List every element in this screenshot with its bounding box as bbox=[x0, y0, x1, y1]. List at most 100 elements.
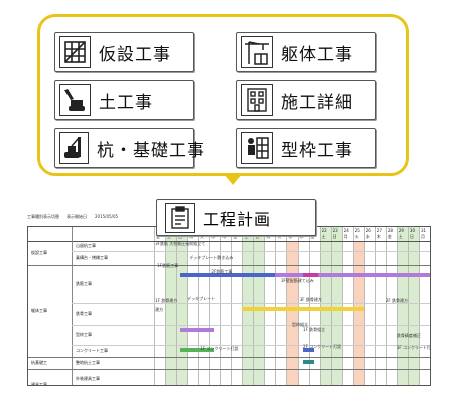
task-row-label: コンクリート工事 bbox=[76, 348, 108, 353]
weekday: 日 bbox=[178, 234, 183, 239]
grid-column-line bbox=[308, 227, 310, 385]
task-annotation: 3F壁配筋建て込み bbox=[280, 278, 314, 283]
grid-column-line bbox=[231, 227, 233, 385]
grid-column-line bbox=[176, 227, 178, 385]
day-number: 23 bbox=[332, 228, 338, 233]
grid-column-line bbox=[209, 227, 211, 385]
weekend-column bbox=[242, 227, 254, 385]
task-annotation: 2F コンクリート打設 bbox=[303, 344, 342, 349]
grid-column-line bbox=[154, 227, 155, 385]
task-annotation: 1F コンクリート打設 bbox=[200, 346, 239, 351]
weekend-column bbox=[319, 227, 331, 385]
start-date-value[interactable]: 2015/05/05 bbox=[95, 214, 119, 219]
grid-column-line bbox=[363, 227, 365, 385]
row-divider bbox=[72, 325, 430, 326]
grid-column-line bbox=[330, 227, 332, 385]
category-button-construction-details[interactable]: 施工詳細 bbox=[236, 80, 376, 120]
grid-column-line bbox=[352, 227, 354, 385]
weekday: 土 bbox=[321, 234, 326, 239]
grid-column-line bbox=[242, 227, 244, 385]
row-divider bbox=[72, 251, 430, 252]
day-number: 31 bbox=[420, 228, 427, 233]
day-number: 26 bbox=[365, 228, 371, 233]
category-button-earthworks[interactable]: 土工事 bbox=[54, 80, 194, 120]
category-label: 土工事 bbox=[99, 92, 153, 113]
day-number: 22 bbox=[321, 228, 327, 233]
category-button-pile-foundation-works[interactable]: 杭・基礎工事 bbox=[54, 128, 204, 168]
weekday: 火 bbox=[277, 234, 282, 239]
schedule-bar[interactable] bbox=[275, 273, 430, 277]
weekday: 日 bbox=[332, 234, 337, 239]
grid-column-line bbox=[407, 227, 409, 385]
category-divider bbox=[72, 227, 73, 385]
weekday: 日 bbox=[409, 234, 414, 239]
schedule-plan-button[interactable]: 工程計画 bbox=[156, 199, 316, 236]
category-divider-line bbox=[28, 265, 430, 266]
task-row-label: 外装建具工事 bbox=[76, 376, 100, 381]
schedule-sheet: 工事種別表示切替 表示開始日 2015/05/05 7金8土9日10月11火12… bbox=[27, 212, 431, 386]
menu-pointer bbox=[224, 174, 242, 185]
building-plan-icon bbox=[241, 84, 273, 116]
task-annotation: 3F 鉄骨建方 bbox=[299, 297, 322, 302]
category-label: 建具工事 bbox=[31, 382, 47, 386]
grid-column-line bbox=[165, 227, 167, 385]
weekday: 水 bbox=[288, 234, 293, 239]
weekday: 水 bbox=[365, 234, 370, 239]
day-number: 27 bbox=[376, 228, 382, 233]
scaffold-icon bbox=[59, 36, 91, 68]
category-label: 仮設工事 bbox=[31, 250, 47, 255]
schedule-bar[interactable] bbox=[180, 348, 214, 352]
category-button-temporary-works[interactable]: 仮設工事 bbox=[54, 32, 194, 72]
display-toggle-label[interactable]: 工事種別表示切替 bbox=[27, 213, 59, 219]
task-row-label: 鉄筋工事 bbox=[76, 281, 92, 286]
start-date-label: 表示開始日 bbox=[67, 213, 87, 219]
weekday: 木 bbox=[299, 234, 304, 239]
task-annotation: 建方 bbox=[155, 307, 164, 312]
schedule-bar[interactable] bbox=[180, 273, 302, 277]
task-row-label: 乗構台・桟橋工事 bbox=[76, 255, 108, 260]
schedule-clipboard-icon bbox=[165, 202, 195, 233]
task-annotation: 2F鉄筋工事 bbox=[211, 269, 233, 274]
schedule-bar[interactable] bbox=[303, 273, 319, 277]
task-annotation: 1F 鉄骨組立 bbox=[303, 327, 326, 332]
weekday: 月 bbox=[189, 234, 194, 239]
task-annotation: 1F鉄筋工事 bbox=[157, 263, 179, 268]
task-row-label: 型枠工事 bbox=[76, 332, 92, 337]
weekday: 金 bbox=[387, 234, 392, 239]
grid-column-line bbox=[220, 227, 222, 385]
formwork-worker-icon bbox=[241, 132, 273, 164]
category-label: 型枠工事 bbox=[281, 140, 353, 161]
weekend-column bbox=[396, 227, 408, 385]
task-annotation: 鉄骨精度補正 bbox=[396, 333, 421, 338]
day-number: 25 bbox=[354, 228, 360, 233]
weekend-column bbox=[253, 227, 265, 385]
grid-column-line bbox=[319, 227, 321, 385]
category-divider-line bbox=[28, 369, 430, 370]
weekday: 月 bbox=[343, 234, 348, 239]
weekend-column bbox=[330, 227, 342, 385]
row-divider bbox=[72, 345, 430, 346]
grid-column-line bbox=[264, 227, 266, 385]
category-button-structural-works[interactable]: 躯体工事 bbox=[236, 32, 376, 72]
grid-column-line bbox=[286, 227, 288, 385]
highlight-column bbox=[286, 241, 298, 385]
weekday: 金 bbox=[310, 234, 315, 239]
grid-column-line bbox=[275, 227, 277, 385]
schedule-bar[interactable] bbox=[180, 328, 214, 332]
category-button-formwork[interactable]: 型枠工事 bbox=[236, 128, 376, 168]
weekday: 月 bbox=[420, 234, 425, 239]
weekday: 木 bbox=[222, 234, 227, 239]
category-label: 施工詳細 bbox=[281, 92, 353, 113]
schedule-bar[interactable] bbox=[242, 307, 364, 311]
excavator-icon bbox=[59, 84, 91, 116]
highlight-column bbox=[352, 241, 364, 385]
sheet-toolbar: 工事種別表示切替 表示開始日 2015/05/05 bbox=[27, 212, 118, 221]
weekday: 土 bbox=[244, 234, 249, 239]
schedule-bar[interactable] bbox=[303, 360, 315, 364]
schedule-bar[interactable] bbox=[303, 348, 315, 352]
crane-icon bbox=[241, 36, 273, 68]
category-label: 杭・基礎工事 bbox=[97, 140, 205, 161]
weekday: 火 bbox=[200, 234, 205, 239]
grid-column-line bbox=[297, 227, 299, 385]
task-row-label: 山留杭工事 bbox=[76, 243, 96, 248]
